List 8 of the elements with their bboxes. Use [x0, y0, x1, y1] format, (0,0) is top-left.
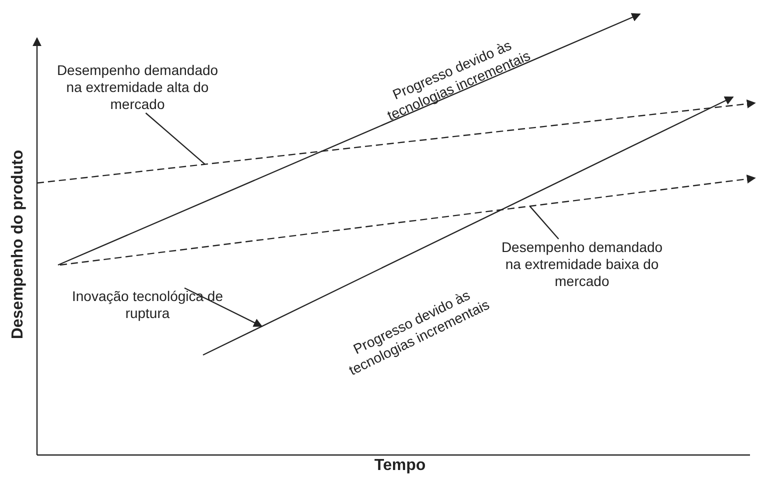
annotation-text: Desempenho demandado na extremidade alta do mercado — [55, 62, 220, 113]
arrow — [184, 287, 263, 327]
annotation-text: Inovação tecnológica de ruptura — [55, 288, 240, 322]
axis-title: Tempo — [373, 457, 427, 474]
axis-title: Desempenho do produto — [10, 148, 26, 342]
leader-line — [145, 112, 206, 165]
annotation-text: Desempenho demandado na extremidade baixa do mercado — [492, 239, 672, 290]
leader-line — [529, 206, 560, 240]
